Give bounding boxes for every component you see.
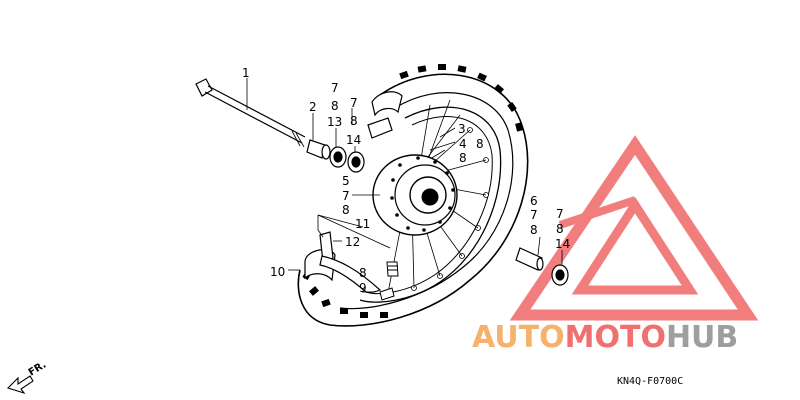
watermark-text: AUTOMOTOHUB — [472, 320, 738, 355]
drawing-code: KN4Q-F0700C — [617, 376, 683, 387]
callout-8-b: 8 — [350, 114, 358, 128]
watermark-wordmark: AUTOMOTOHUB — [472, 320, 738, 355]
callout-13: 13 — [327, 115, 342, 129]
dust-seal — [329, 146, 347, 168]
front-tire — [297, 64, 529, 327]
callout-8-d: 8 — [459, 151, 467, 165]
callouts: 1 2 13 14 7 8 7 8 3 4 8 8 5 7 8 11 12 10… — [242, 66, 570, 295]
callout-10: 10 — [270, 265, 285, 279]
callout-6: 6 — [530, 194, 538, 208]
callout-8-g: 8 — [530, 223, 538, 237]
arrow-icon — [6, 375, 34, 395]
callout-7-c: 7 — [342, 189, 350, 203]
axle-spacer — [306, 139, 331, 160]
callout-3: 3 — [458, 122, 466, 136]
distance-collar — [515, 247, 544, 271]
callout-7-a: 7 — [331, 81, 339, 95]
callout-7-e: 7 — [556, 207, 564, 221]
callout-8-f: 8 — [359, 266, 367, 280]
wheel-hub — [372, 154, 458, 236]
watermark-moto: MOTO — [565, 320, 666, 355]
callout-7-d: 7 — [530, 208, 538, 222]
callout-14-left: 14 — [346, 133, 361, 147]
callout-7-b: 7 — [350, 96, 358, 110]
callout-8-e: 8 — [342, 203, 350, 217]
front-direction-indicator: FR. — [6, 359, 49, 395]
leader-lines — [246, 78, 563, 293]
watermark-auto: AUTO — [472, 320, 565, 355]
callout-2: 2 — [309, 100, 317, 114]
inner-tube — [304, 231, 382, 293]
callout-8-c: 8 — [476, 137, 484, 151]
callout-9: 9 — [359, 281, 367, 295]
callout-5: 5 — [342, 174, 350, 188]
callout-11: 11 — [355, 217, 370, 231]
valve-cap — [379, 261, 399, 301]
watermark-hub: HUB — [666, 320, 738, 355]
callout-8-h: 8 — [556, 222, 564, 236]
callout-14-right: 14 — [555, 237, 570, 251]
bearing-left — [347, 151, 365, 173]
bearing-right — [551, 264, 569, 286]
front-axle — [195, 78, 306, 148]
watermark-logo — [509, 135, 759, 321]
callout-12: 12 — [345, 235, 360, 249]
tube-valve-top — [367, 91, 403, 139]
direction-label: FR. — [27, 359, 49, 378]
callout-8-a: 8 — [331, 99, 339, 113]
callout-4: 4 — [459, 137, 467, 151]
callout-1: 1 — [242, 66, 250, 80]
